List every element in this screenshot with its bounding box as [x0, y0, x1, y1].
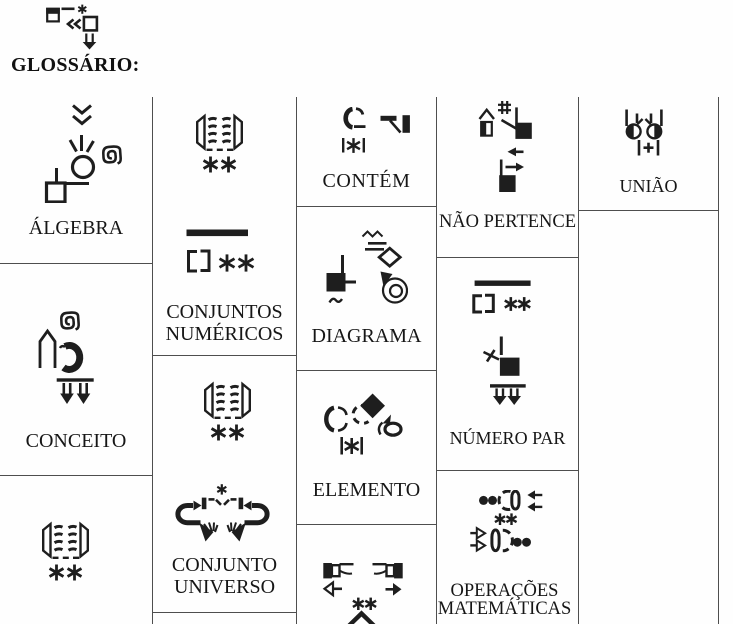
cell-empty-right [579, 211, 718, 624]
cell-uniao: UNIÃO [579, 97, 718, 211]
cell-label: ELEMENTO [312, 479, 421, 501]
glossary-bliss-symbol-icon [44, 4, 99, 50]
cell-conceito: CONCEITO [0, 264, 152, 476]
table-column-3: CONTÉM DIAGRAMA ELEMENTO [297, 97, 437, 624]
contem-symbol-icon [342, 106, 410, 153]
page-title: GLOSSÁRIO: [11, 54, 140, 76]
cell-elemento: ELEMENTO [297, 371, 436, 525]
cell-contem: CONTÉM [297, 97, 436, 207]
cell-numero-par: NÚMERO PAR [437, 258, 578, 471]
set-symbol-icon [203, 381, 252, 441]
algebra-symbol-icon [44, 104, 122, 204]
numeric-sets-symbol-icon [186, 229, 257, 273]
cell-label: NÚMERO PAR [449, 428, 566, 448]
apontar-symbol-icon [322, 557, 404, 624]
conceito-symbol-icon [38, 311, 95, 405]
cell-label: CONTÉM [322, 170, 411, 192]
cell-conjunto-partial [0, 476, 152, 624]
cell-label: NÃO PERTENCE [438, 212, 577, 232]
universo-symbol-icon [175, 484, 270, 542]
table-column-5: UNIÃO [579, 97, 719, 624]
set-symbol-icon [195, 113, 244, 173]
cell-label: ÁLGEBRA [28, 217, 124, 239]
cell-nao-pertence: NÃO PERTENCE [437, 97, 578, 258]
diagrama-symbol-icon [326, 230, 409, 305]
cell-empty-bottom [153, 613, 296, 624]
table-column-1: ÁLGEBRA CONCEITO [0, 97, 153, 624]
cell-label: DIAGRAMA [311, 325, 422, 347]
cell-diagrama: DIAGRAMA [297, 207, 436, 371]
nao-pertence-symbol-icon [478, 100, 533, 192]
cell-apontar-partial [297, 525, 436, 624]
elemento-symbol-icon [322, 393, 403, 455]
operacoes-symbol-icon [470, 489, 543, 553]
cell-label: CONCEITO [25, 430, 127, 452]
set-symbol-icon [41, 521, 90, 581]
uniao-symbol-icon [624, 109, 664, 156]
numero-par-symbol-icon [472, 280, 531, 405]
cell-label: UNIÃO [619, 176, 678, 196]
cell-algebra: ÁLGEBRA [0, 97, 152, 264]
